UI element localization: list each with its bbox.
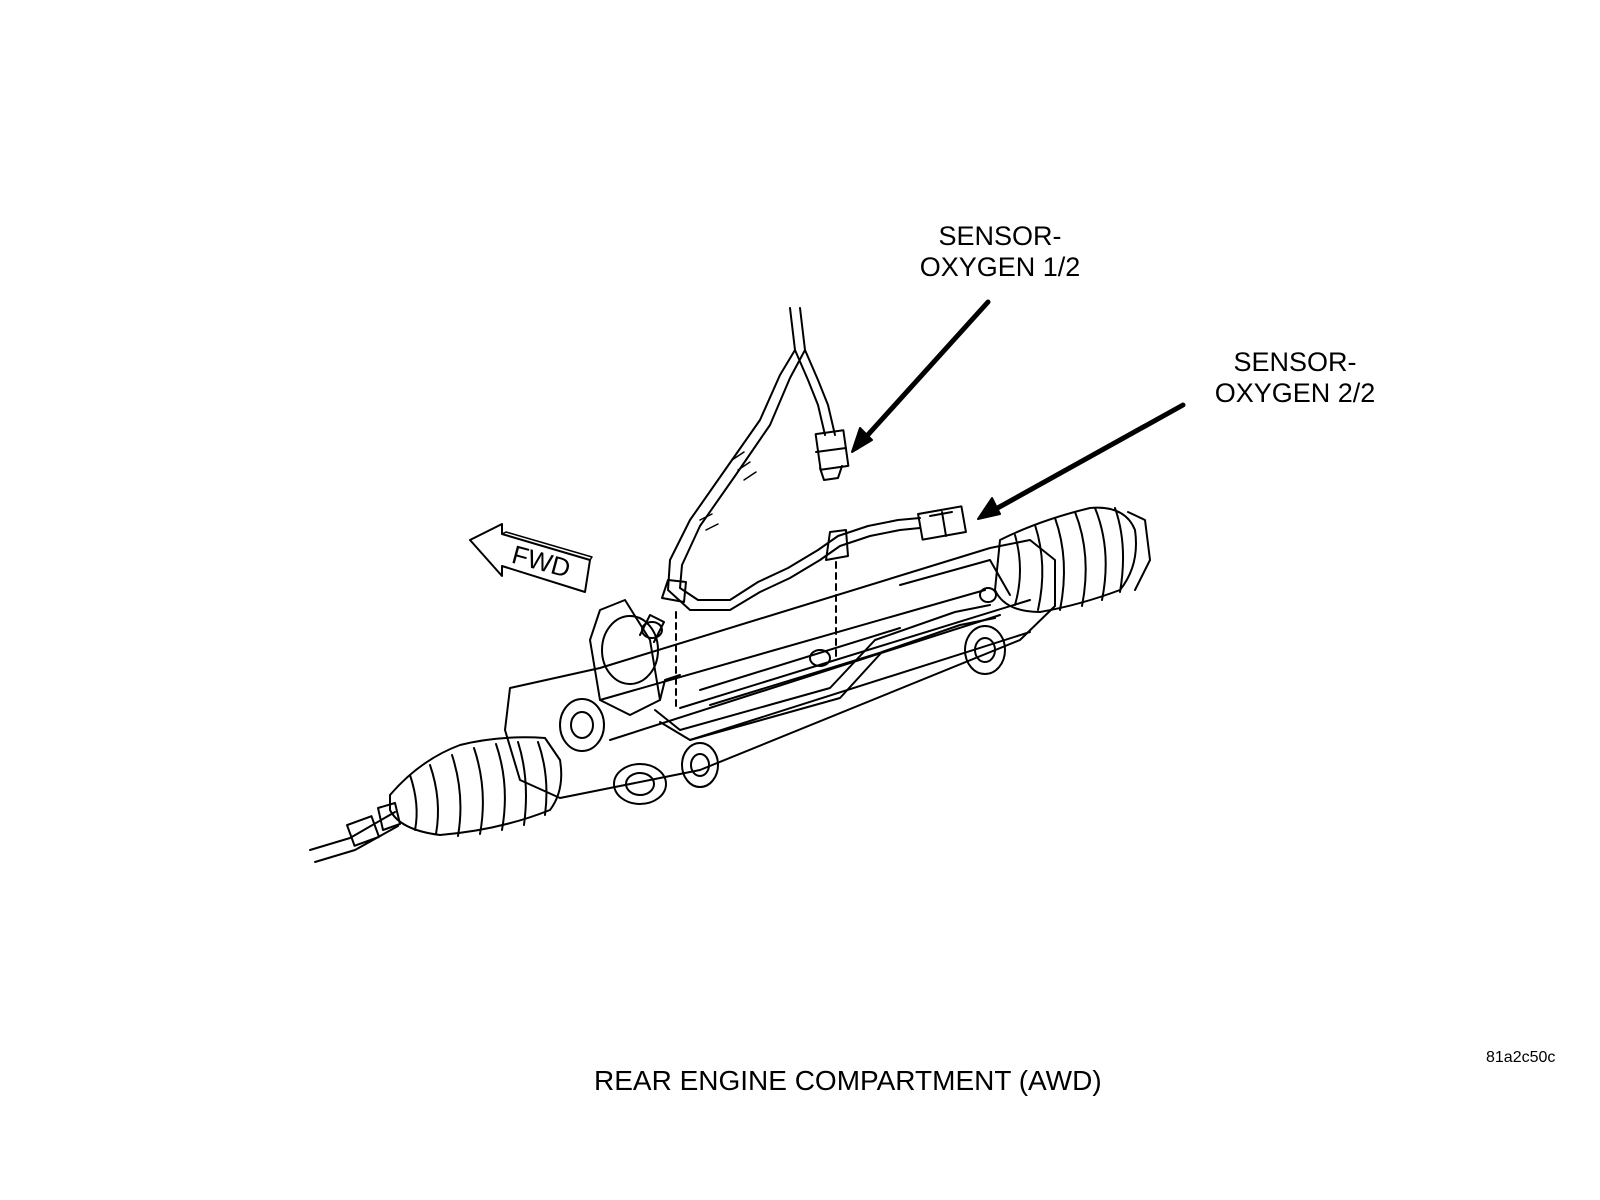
label-sensor-oxygen-2-2-line2: OXYGEN 2/2: [1214, 378, 1376, 408]
leader-arrow-sensor-1-2: [851, 299, 991, 453]
wiring-harness: [667, 307, 921, 611]
leader-arrow-sensor-2-2: [977, 402, 1186, 520]
pinion-valve: [589, 599, 667, 805]
figure-id: 81a2c50c: [1486, 1049, 1556, 1066]
tie-rod-left: [309, 802, 401, 863]
label-sensor-oxygen-1-2-line2: OXYGEN 1/2: [919, 252, 1081, 282]
pressure-lines: [654, 604, 996, 741]
mount-bushing-left: [559, 698, 605, 752]
figure-caption: REAR ENGINE COMPARTMENT (AWD): [594, 1065, 1102, 1096]
fwd-label: FWD: [509, 539, 574, 583]
fitting-center: [809, 587, 997, 667]
mount-bushing-center: [681, 742, 719, 788]
bellows-boot-right: [994, 506, 1151, 613]
bellows-boot-left: [389, 736, 563, 837]
harness-clips: [661, 529, 849, 709]
mount-bushing-right: [964, 625, 1006, 675]
fwd-arrow-icon: FWD: [469, 523, 593, 593]
label-sensor-oxygen-1-2: SENSOR- OXYGEN 1/2: [910, 221, 1090, 283]
connector-oxygen-1-2: [814, 429, 850, 481]
label-sensor-oxygen-2-2: SENSOR- OXYGEN 2/2: [1195, 347, 1395, 409]
label-sensor-oxygen-1-2-line1: SENSOR-: [938, 221, 1062, 251]
connector-oxygen-2-2: [917, 505, 967, 541]
label-sensor-oxygen-2-2-line1: SENSOR-: [1233, 347, 1357, 377]
